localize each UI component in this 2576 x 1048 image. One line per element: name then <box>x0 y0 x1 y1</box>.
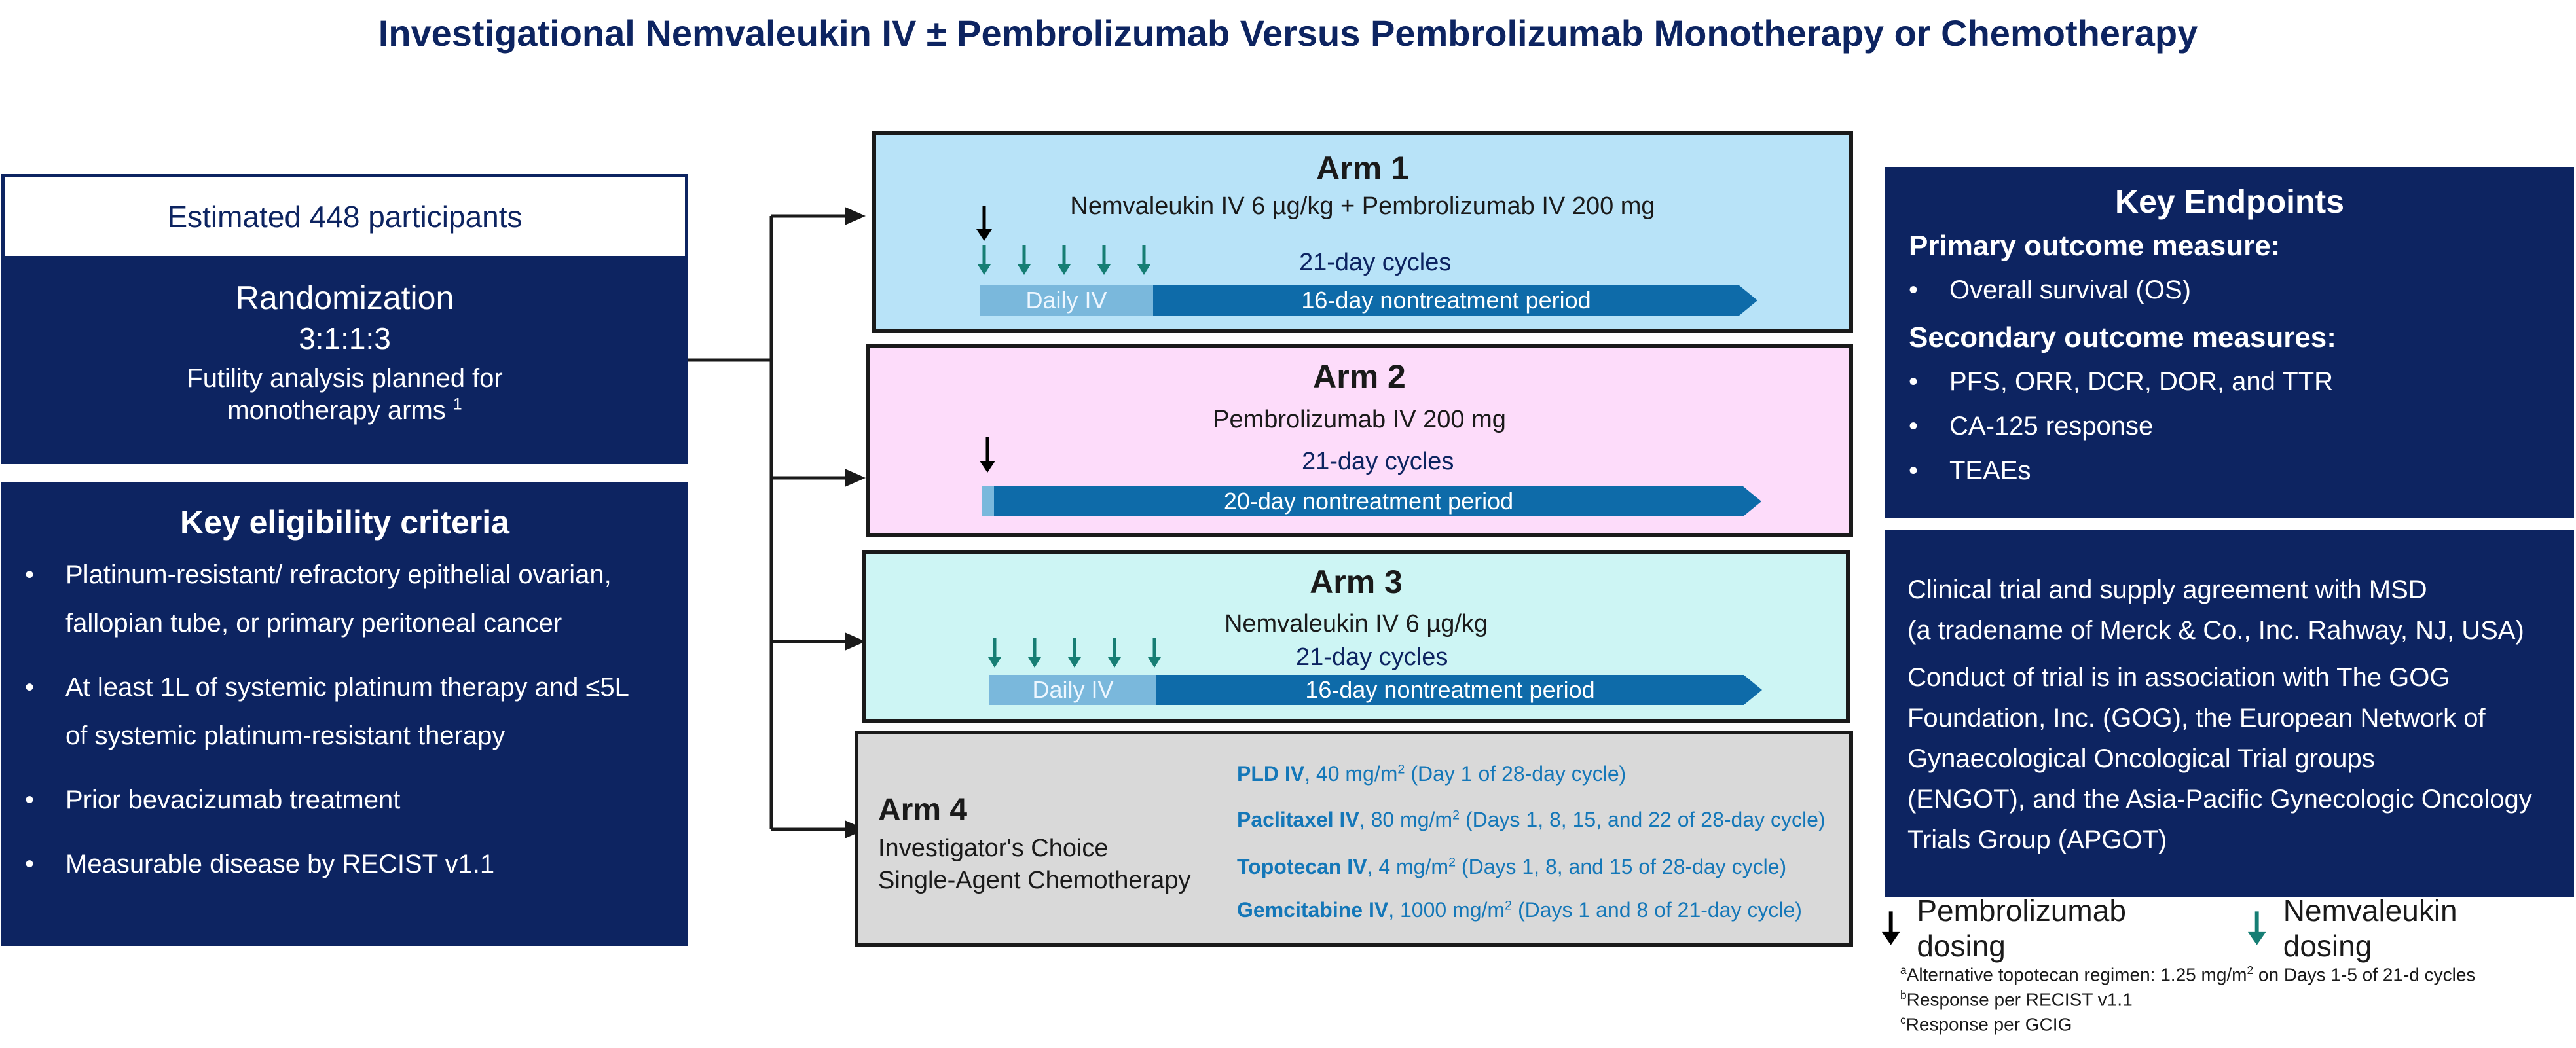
arm-1-title: Arm 1 <box>1316 150 1409 187</box>
arm-1-box: Arm 1 Nemvaleukin IV 6 µg/kg + Pembroliz… <box>872 131 1853 333</box>
endpoint-item: Overall survival (OS) <box>1885 268 2574 312</box>
footnote: bResponse per RECIST v1.1 <box>1900 988 2133 1010</box>
arm-2-box: Arm 2 Pembrolizumab IV 200 mg 21-day cyc… <box>866 344 1853 537</box>
legend-pembrolizumab: Pembrolizumab dosing <box>1878 893 2218 964</box>
arm-1-timeline-bar: Daily IV 16-day nontreatment period <box>980 285 1759 316</box>
key-endpoints-box: Key Endpoints Primary outcome measure: O… <box>1885 167 2574 518</box>
primary-outcome-heading: Primary outcome measure: <box>1909 230 2281 262</box>
eligibility-list: Platinum-resistant/ refractory epithelia… <box>1 551 688 888</box>
footnote: aAlternative topotecan regimen: 1.25 mg/… <box>1900 964 2476 985</box>
endpoint-item: CA-125 response <box>1885 404 2574 448</box>
arm-3-timeline-tip <box>1744 675 1762 705</box>
arm-1-rest-segment: 16-day nontreatment period <box>1153 285 1739 316</box>
arm-3-regimen: Nemvaleukin IV 6 µg/kg <box>1224 610 1488 638</box>
nemvaleukin-dose-arrows-icon <box>978 245 1150 275</box>
supply-agreement-text: Clinical trial and supply agreement with… <box>1907 575 2524 645</box>
teal-down-arrow-icon <box>2248 911 2266 945</box>
futility-superscript: 1 <box>452 395 462 414</box>
arm-1-timeline-tip <box>1739 285 1757 316</box>
primary-outcome-list: Overall survival (OS) <box>1885 268 2574 312</box>
arm-2-timeline-bar: 20-day nontreatment period <box>982 486 1761 516</box>
arm-4-drug: PLD IV, 40 mg/m2 (Day 1 of 28-day cycle) <box>1237 762 1627 786</box>
arm-1-regimen: Nemvaleukin IV 6 µg/kg + Pembrolizumab I… <box>1070 192 1655 220</box>
page-title: Investigational Nemvaleukin IV ± Pembrol… <box>378 12 2198 54</box>
participants-box: Estimated 448 participants <box>1 174 688 259</box>
randomization-connector <box>688 207 866 838</box>
arm-3-timeline-bar: Daily IV 16-day nontreatment period <box>989 675 1762 705</box>
randomization-ratio: 3:1:1:3 <box>299 321 391 355</box>
pembrolizumab-dose-arrow-icon <box>976 206 992 241</box>
key-endpoints-heading: Key Endpoints <box>2114 183 2345 220</box>
secondary-outcome-list: PFS, ORR, DCR, DOR, and TTR CA-125 respo… <box>1885 359 2574 493</box>
arm-2-rest-segment: 20-day nontreatment period <box>994 486 1743 516</box>
arm-4-drug: Gemcitabine IV, 1000 mg/m2 (Days 1 and 8… <box>1237 898 1802 922</box>
pembrolizumab-dose-arrow-icon <box>980 437 995 473</box>
arm-3-rest-segment: 16-day nontreatment period <box>1156 675 1744 705</box>
collaboration-info-box: Clinical trial and supply agreement with… <box>1885 530 2574 897</box>
arm-2-regimen: Pembrolizumab IV 200 mg <box>1213 406 1506 433</box>
legend-nemvaleukin: Nemvaleukin dosing <box>2244 893 2550 964</box>
eligibility-box: Key eligibility criteria Platinum-resist… <box>1 482 688 946</box>
trial-association-text: Conduct of trial is in association with … <box>1907 663 2532 854</box>
arm-1-daily-segment: Daily IV <box>980 285 1153 316</box>
eligibility-heading: Key eligibility criteria <box>180 504 509 541</box>
secondary-outcome-heading: Secondary outcome measures: <box>1909 321 2336 353</box>
arm-4-drug: Topotecan IV, 4 mg/m2 (Days 1, 8, and 15… <box>1237 855 1787 878</box>
arm-3-cycles: 21-day cycles <box>1296 643 1448 671</box>
arm-2-title: Arm 2 <box>1313 358 1406 395</box>
dosing-legend: Pembrolizumab dosing Nemvaleukin dosing <box>1878 894 2576 963</box>
black-down-arrow-icon <box>1881 911 1900 945</box>
arm-2-timeline-tip <box>1743 486 1761 516</box>
futility-line-1: Futility analysis planned for <box>187 364 503 393</box>
endpoint-item: TEAEs <box>1885 448 2574 493</box>
arm-2-dose-segment <box>982 486 994 516</box>
arm-4-title: Arm 4 <box>878 793 968 827</box>
participants-label: Estimated 448 participants <box>167 200 523 234</box>
eligibility-item: Prior bevacizumab treatment <box>1 776 688 824</box>
arm-3-title: Arm 3 <box>1310 564 1403 600</box>
nemvaleukin-dose-arrows-icon <box>988 638 1161 668</box>
randomization-box: Randomization 3:1:1:3 Futility analysis … <box>1 259 688 464</box>
endpoint-item: PFS, ORR, DCR, DOR, and TTR <box>1885 359 2574 404</box>
eligibility-item: At least 1L of systemic platinum therapy… <box>1 663 688 760</box>
arm-1-cycles: 21-day cycles <box>1299 249 1452 276</box>
arm-4-drug: Paclitaxel IV, 80 mg/m2 (Days 1, 8, 15, … <box>1237 808 1826 831</box>
futility-note: Futility analysis planned for monotherap… <box>1 363 688 427</box>
arm-2-cycles: 21-day cycles <box>1302 448 1454 475</box>
arm-3-box: Arm 3 Nemvaleukin IV 6 µg/kg 21-day cycl… <box>862 550 1850 723</box>
eligibility-item: Measurable disease by RECIST v1.1 <box>1 840 688 888</box>
eligibility-item: Platinum-resistant/ refractory epithelia… <box>1 551 688 647</box>
footnote: cResponse per GCIG <box>1900 1013 2072 1035</box>
arm-3-daily-segment: Daily IV <box>989 675 1156 705</box>
randomization-heading: Randomization <box>235 280 454 316</box>
futility-line-2: monotherapy arms 1 <box>227 395 462 425</box>
